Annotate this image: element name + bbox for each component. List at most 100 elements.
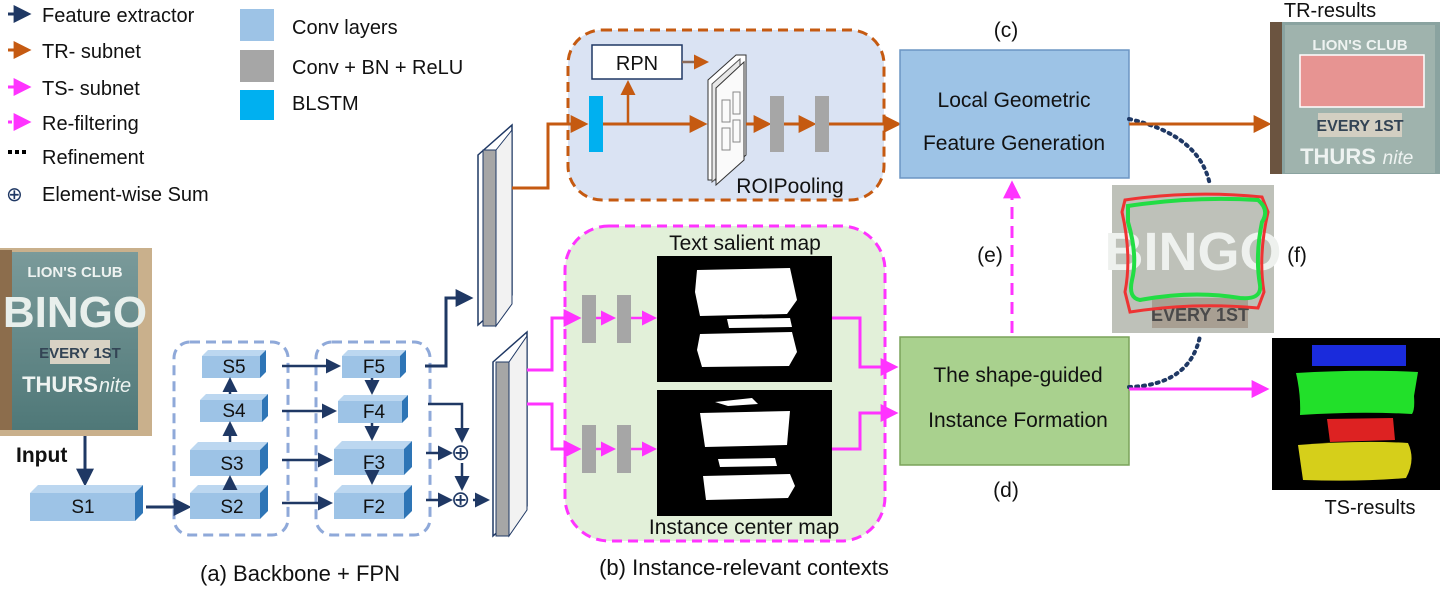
poster-text: THURS — [22, 372, 98, 397]
fpn-group — [314, 340, 432, 537]
backbone-fpn: S1 S2 S3 S4 S5 — [30, 289, 490, 586]
f5-to-tr-feature-arrow — [425, 289, 474, 368]
poster-text: EVERY 1ST — [39, 345, 121, 362]
tag-e: (e) — [977, 244, 1003, 267]
stage-s4: S4 — [200, 394, 268, 422]
fpn-label: F2 — [363, 497, 385, 518]
legend-refinement: Refinement — [8, 147, 145, 169]
fpn-f5: F5 — [342, 350, 406, 378]
backbone-caption: (a) Backbone + FPN — [200, 561, 400, 586]
stage-label: S5 — [222, 357, 245, 378]
sum-icon: ⊕ — [451, 486, 470, 512]
poster-text: THURS — [1300, 144, 1376, 169]
refined-instance-image: BINGO EVERY 1ST — [1104, 185, 1282, 333]
legend-label: Refinement — [42, 147, 145, 169]
refinement-curve-lower — [1127, 334, 1202, 389]
local-geometric-box: (c) Local Geometric Feature Generation — [899, 19, 1130, 179]
poster-text: LION'S CLUB — [1312, 37, 1407, 54]
input-image: LION'S CLUB BINGO EVERY 1ST THURS nite — [0, 248, 152, 436]
stage-label: S1 — [71, 497, 94, 518]
feature-to-salient-arrow — [527, 309, 582, 372]
legend-label: Element-wise Sum — [42, 184, 209, 206]
legend-label: Conv + BN + ReLU — [292, 57, 463, 79]
ts-results-label: TS-results — [1324, 497, 1415, 519]
poster-text: nite — [99, 375, 131, 397]
stage-s1: S1 — [30, 485, 143, 521]
conv-bn-relu-block — [582, 425, 596, 473]
poster-text: EVERY 1ST — [1316, 118, 1403, 135]
box-d-line1: The shape-guided — [933, 364, 1102, 387]
legend-elementwise-sum: ⊕ Element-wise Sum — [6, 184, 209, 206]
legend-label: Conv layers — [292, 17, 398, 39]
conv-bn-relu-block — [770, 96, 784, 152]
shape-guided-box: The shape-guided Instance Formation (d) — [899, 336, 1130, 502]
poster-text: EVERY 1ST — [1151, 305, 1249, 325]
input-label: Input — [16, 444, 67, 467]
rpn-label: RPN — [616, 53, 658, 75]
ts-results-image — [1272, 338, 1440, 490]
feature-to-center-arrow — [527, 402, 582, 458]
roi-pooling-stack — [707, 54, 747, 187]
stage-s3: S3 — [190, 442, 268, 476]
stage-label: S4 — [222, 401, 246, 422]
tr-results-image: LION'S CLUB EVERY 1ST THURS nite — [1270, 22, 1440, 174]
ts-caption: (b) Instance-relevant contexts — [599, 555, 889, 580]
salient-to-instance-arrow — [832, 316, 899, 376]
poster-text: BINGO — [3, 288, 147, 337]
sum-icon: ⊕ — [451, 439, 470, 465]
blstm-swatch-icon — [240, 90, 274, 120]
fpn-f2: F2 — [334, 485, 412, 519]
tr-subnet-panel: RPN ROIPooling — [566, 28, 886, 202]
stage-label: S3 — [220, 454, 243, 475]
text-salient-map — [657, 256, 832, 382]
legend-label: Re-filtering — [42, 113, 139, 135]
poster-text: LION'S CLUB — [27, 264, 122, 281]
legend-ts-subnet: TS- subnet — [8, 78, 140, 100]
blstm-block — [589, 96, 603, 152]
legend-refiltering: Re-filtering — [8, 113, 139, 135]
conv-bn-relu-swatch-icon — [240, 50, 274, 82]
fpn-label: F3 — [363, 453, 385, 474]
tr-results-label: TR-results — [1284, 0, 1376, 22]
roi-pooling-label: ROIPooling — [736, 175, 843, 198]
center-to-instance-arrow — [832, 404, 899, 451]
instance-center-label: Instance center map — [649, 516, 839, 539]
feature-to-blstm-arrow — [512, 115, 589, 190]
conv-bn-relu-block — [582, 295, 596, 343]
ts-subnet-panel: Text salient map Instance center map (b)… — [563, 224, 889, 580]
ts-feature-map — [492, 330, 528, 538]
tag-f: (f) — [1287, 244, 1307, 267]
tag-c: (c) — [994, 19, 1019, 42]
box-c-line2: Feature Generation — [923, 132, 1105, 155]
backbone-group — [172, 340, 290, 537]
fpn-label: F4 — [363, 402, 386, 423]
text-salient-label: Text salient map — [669, 232, 821, 255]
conv-bn-relu-block — [617, 425, 631, 473]
instance-center-map — [657, 390, 832, 516]
conv-bn-relu-block — [617, 295, 631, 343]
stage-label: S2 — [220, 497, 243, 518]
legend-label: TR- subnet — [42, 41, 141, 63]
tr-feature-map — [477, 123, 513, 328]
box-c-line1: Local Geometric — [938, 89, 1091, 112]
refinement-curve-upper — [1127, 117, 1212, 187]
rpn-box — [591, 44, 683, 80]
legend-label: TS- subnet — [42, 78, 140, 100]
legend-label: BLSTM — [292, 93, 359, 115]
poster-text: nite — [1383, 148, 1414, 169]
conv-layers-swatch-icon — [240, 9, 274, 41]
fpn-f4: F4 — [338, 395, 408, 423]
f4-to-sum-arrow — [428, 402, 470, 443]
legend-feature-extractor: Feature extractor — [8, 5, 195, 27]
stage-s5: S5 — [202, 350, 266, 378]
fpn-label: F5 — [363, 357, 385, 378]
box-d-line2: Instance Formation — [928, 409, 1108, 432]
stage-s2: S2 — [190, 485, 268, 519]
legend: Feature extractor TR- subnet TS- subnet … — [6, 5, 463, 206]
conv-bn-relu-block — [815, 96, 829, 152]
legend-tr-subnet: TR- subnet — [8, 41, 141, 63]
legend-label: Feature extractor — [42, 5, 195, 27]
fpn-f3: F3 — [334, 441, 412, 475]
sum-icon: ⊕ — [6, 184, 23, 206]
